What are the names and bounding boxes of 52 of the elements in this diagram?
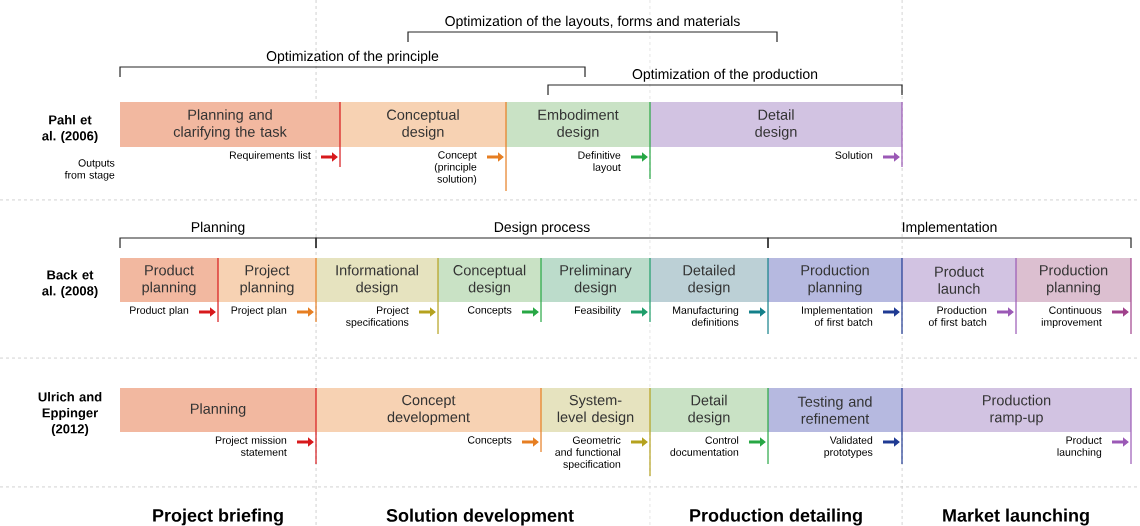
output-label: Product launching	[1057, 436, 1102, 458]
phase-band: Product launch	[902, 258, 1016, 302]
phase-band: Product planning	[120, 258, 218, 302]
phase-band: Project planning	[218, 258, 316, 302]
phase-band: Preliminary design	[541, 258, 650, 302]
output-label: Validated prototypes	[824, 436, 873, 458]
bracket-label: Implementation	[902, 221, 997, 235]
output-label: Manufacturing definitions	[673, 306, 739, 326]
phase-band: Conceptual design	[340, 102, 506, 147]
output-label: Product plan	[130, 306, 189, 316]
output-label: Project plan	[231, 306, 287, 316]
output-label: Project specifications	[346, 306, 409, 328]
row-label: Ulrich and Eppinger (2012)	[38, 391, 102, 437]
phase-band: Detail design	[650, 102, 902, 147]
stage-label: Production detailing	[690, 508, 862, 526]
stage-label: Solution development	[386, 508, 574, 526]
output-label: Geometric and functional specification	[555, 436, 621, 470]
output-label: Requirements list	[230, 151, 311, 161]
phase-band: Production planning	[768, 258, 902, 302]
output-label: Concept (principle solution)	[434, 151, 477, 185]
output-label: Solution	[835, 151, 873, 159]
phase-band: Detailed design	[650, 258, 768, 302]
phase-band: Conceptual design	[438, 258, 541, 302]
output-label: Project mission statement	[215, 436, 287, 456]
phase-band: Planning	[120, 388, 316, 432]
phase-band: System-level design	[541, 388, 650, 432]
output-label: Feasibility	[575, 306, 621, 316]
phase-band: Informational design	[316, 258, 438, 302]
output-label: Production of first batch	[928, 306, 987, 326]
bracket-label: Optimization of the principle	[266, 50, 439, 64]
row-label: Back et al. (2008)	[42, 269, 98, 299]
phase-band: Detail design	[650, 388, 768, 432]
phase-band: Production planning	[1016, 258, 1131, 302]
output-label: Definitive layout	[578, 151, 621, 173]
phase-band: Testing and refinement	[768, 388, 902, 432]
stage-label: Market launching	[943, 508, 1089, 526]
stage-label: Project briefing	[153, 508, 283, 526]
bracket-label: Optimization of the production	[632, 68, 818, 82]
row-label: Pahl et al. (2006)	[42, 114, 98, 144]
output-label: Implementation of first batch	[802, 306, 873, 326]
phase-band: Concept development	[316, 388, 541, 432]
phase-band: Planning and clarifying the task	[120, 102, 340, 147]
phase-band: Production ramp-up	[902, 388, 1131, 432]
row-label: Outputs from stage	[64, 159, 115, 181]
output-label: Continuous improvement	[1041, 306, 1102, 328]
output-label: Concepts	[468, 436, 512, 446]
bracket-label: Planning	[191, 221, 245, 235]
phase-band: Embodiment design	[506, 102, 650, 147]
output-label: Control documentation	[670, 436, 739, 456]
bracket-label: Optimization of the layouts, forms and materials	[445, 15, 740, 29]
output-label: Concepts	[468, 306, 512, 316]
bracket-label: Design process	[494, 221, 590, 235]
